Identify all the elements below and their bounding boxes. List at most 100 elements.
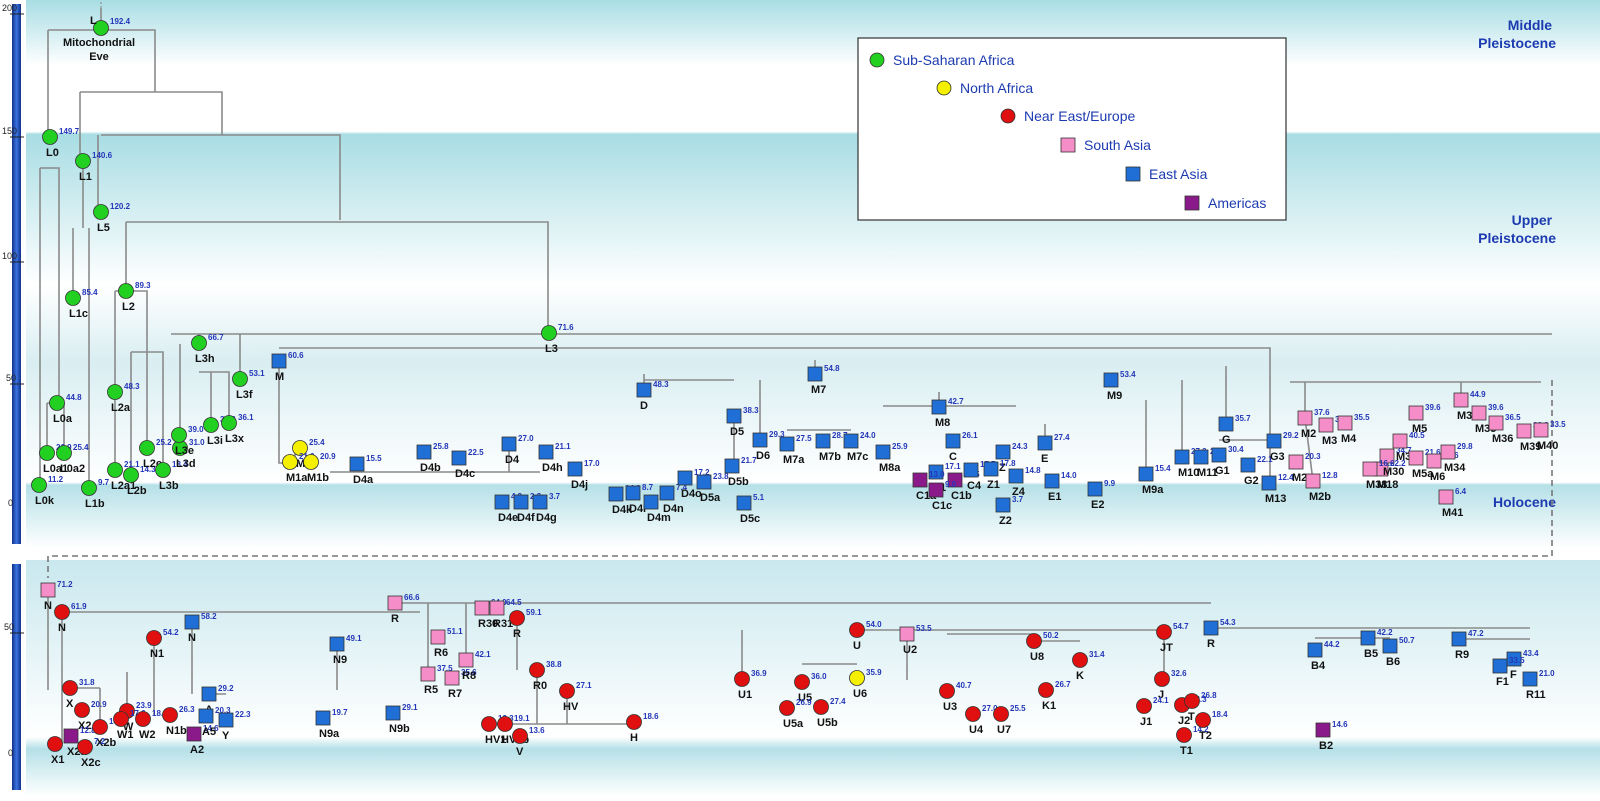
- node-marker: [481, 716, 497, 732]
- node-label: R: [391, 613, 399, 625]
- node-marker: [135, 711, 151, 727]
- node-age: 18.4: [1212, 710, 1228, 719]
- node-j-b49: J32.6: [1154, 669, 1187, 701]
- node-marker: [1008, 468, 1024, 484]
- node-marker: [1438, 489, 1454, 505]
- node-label: D4j: [571, 479, 588, 491]
- node-age: 26.9: [796, 698, 812, 707]
- tree-edge: [126, 221, 549, 333]
- node-age: 26.1: [962, 431, 978, 440]
- node-label: N1b: [166, 725, 187, 737]
- node-marker: [77, 739, 93, 755]
- node-marker: [567, 461, 583, 477]
- node-label: F1: [1496, 676, 1509, 688]
- node-marker: [162, 707, 178, 723]
- node-marker: [458, 652, 474, 668]
- node-label: X2c: [81, 757, 101, 769]
- node-age: 18.6: [643, 712, 659, 721]
- node-label: D4e: [498, 512, 518, 524]
- node-age: 35.7: [1235, 414, 1251, 423]
- node-label: L1b: [85, 498, 105, 510]
- node-label: Z2: [999, 515, 1012, 527]
- node-label: N9b: [389, 723, 410, 735]
- node-marker: [292, 440, 308, 456]
- node-label: L3: [545, 343, 558, 355]
- node-marker: [643, 494, 659, 510]
- legend-swatch: [1184, 195, 1200, 211]
- node-age: 53.4: [1120, 370, 1136, 379]
- node-marker: [31, 477, 47, 493]
- epoch-middle-pleistocene: Middle Pleistocene: [1478, 17, 1556, 51]
- node-label: W1: [117, 729, 134, 741]
- node-label: L2a1: [111, 480, 136, 492]
- node-age: 30.4: [1228, 445, 1244, 454]
- node-label: K: [1076, 670, 1084, 682]
- node-label: X1: [51, 754, 64, 766]
- node-marker: [995, 497, 1011, 513]
- node-y-b17: Y22.3: [218, 710, 251, 742]
- node-label: D4n: [663, 503, 684, 515]
- axis-tick-bottom-50: 50: [4, 622, 14, 632]
- node-label: M9: [1107, 390, 1122, 402]
- node-label: D6: [756, 450, 770, 462]
- node-age: 31.8: [79, 678, 95, 687]
- node-t-b52: T26.8: [1184, 691, 1217, 723]
- node-age: 89.3: [135, 281, 151, 290]
- node-marker: [993, 706, 1009, 722]
- node-marker: [1218, 416, 1234, 432]
- node-marker: [171, 427, 187, 443]
- node-age: 39.6: [1488, 403, 1504, 412]
- node-age: 17.0: [584, 459, 600, 468]
- node-age: 8.7: [642, 483, 654, 492]
- node-e2-t64: E29.9: [1087, 479, 1116, 511]
- node-age: 9.9: [1104, 479, 1116, 488]
- node-marker: [92, 719, 108, 735]
- node-age: 58.2: [201, 612, 217, 621]
- node-label: N: [44, 600, 52, 612]
- node-marker: [939, 683, 955, 699]
- node-age: 64.5: [506, 598, 522, 607]
- node-marker: [1288, 454, 1304, 470]
- node-marker: [1408, 450, 1424, 466]
- node-age: 39.0: [188, 425, 204, 434]
- node-label: U6: [853, 688, 867, 700]
- node-marker: [1315, 722, 1331, 738]
- node-marker: [1379, 448, 1395, 464]
- node-marker: [509, 610, 525, 626]
- node-age: 36.9: [751, 669, 767, 678]
- node-marker: [1305, 473, 1321, 489]
- node-age: 25.5: [1010, 704, 1026, 713]
- node-age: 53.1: [249, 369, 265, 378]
- node-label: E1: [1048, 491, 1061, 503]
- node-label: M8a: [879, 462, 901, 474]
- node-marker: [1426, 453, 1442, 469]
- legend-label: Sub-Saharan Africa: [893, 52, 1015, 68]
- node-marker: [1261, 475, 1277, 491]
- node-label: U: [853, 640, 861, 652]
- node-marker: [912, 472, 928, 488]
- node-age: 35.9: [866, 668, 882, 677]
- node-label: X2b: [96, 737, 116, 749]
- node-label: M34: [1444, 462, 1466, 474]
- node-marker: [42, 129, 58, 145]
- node-label: U8: [1030, 651, 1044, 663]
- node-marker: [1360, 630, 1376, 646]
- node-marker: [232, 371, 248, 387]
- node-marker: [139, 440, 155, 456]
- node-label: D4h: [542, 462, 563, 474]
